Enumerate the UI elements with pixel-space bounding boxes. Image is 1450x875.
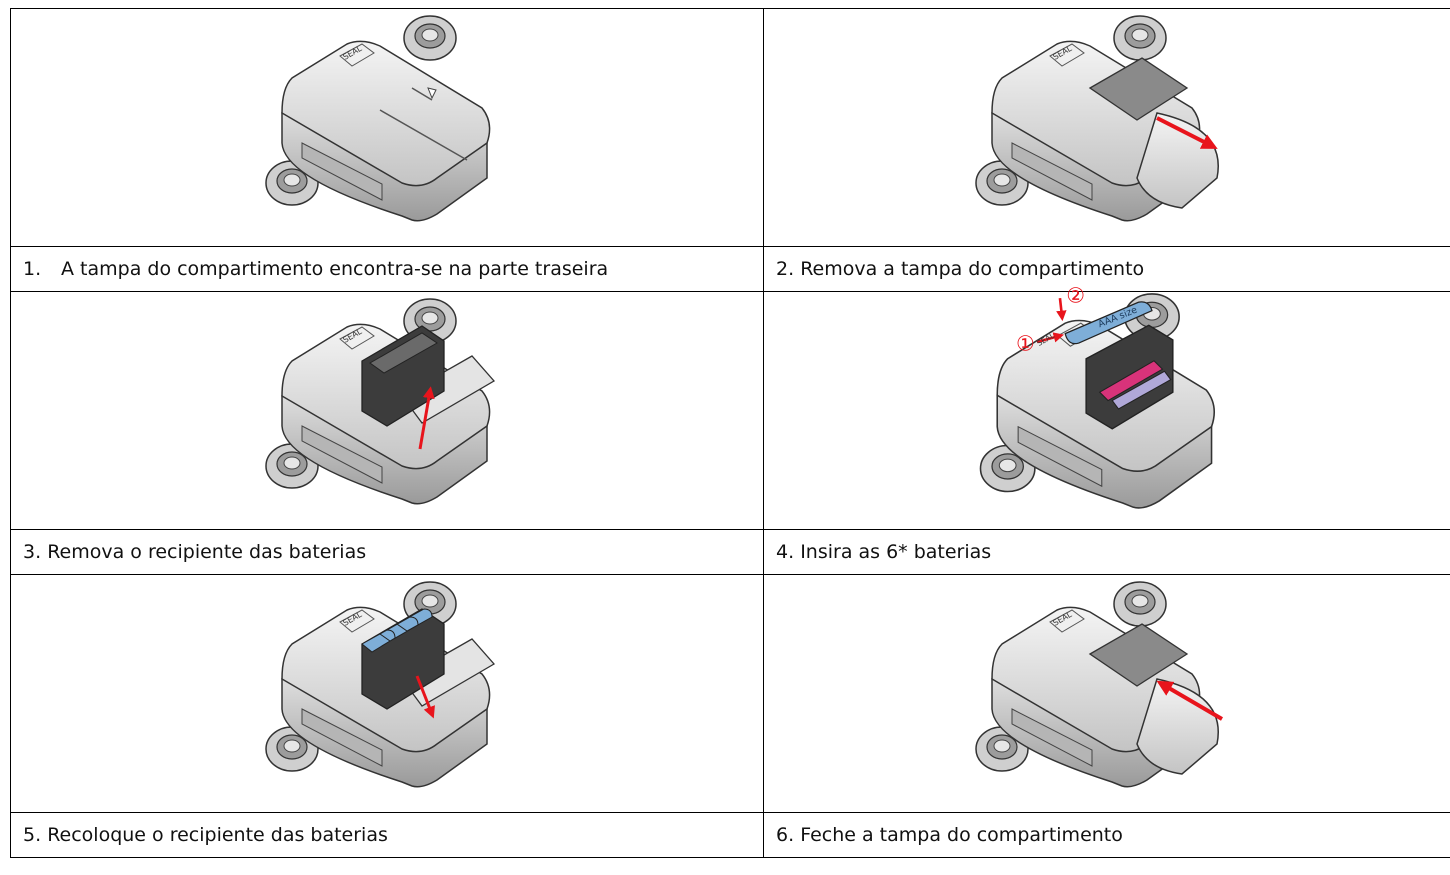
step-3-text: Remova o recipiente das baterias (47, 541, 367, 563)
marker-2: ② (1066, 283, 1085, 307)
step-6-text: Feche a tampa do compartimento (800, 824, 1123, 846)
step-2-number: 2. (776, 258, 795, 280)
battery-instructions-sheet: SEAL SEAL 1. A tampa do compartimento enc… (10, 8, 1450, 875)
step-4-caption: 4. Insira as 6* baterias (763, 529, 1450, 575)
step-1-caption: 1. A tampa do compartimento encontra-se n… (10, 246, 764, 292)
remove-battery-holder-icon: SEAL (262, 301, 496, 521)
step-2-image: SEAL (763, 8, 1450, 247)
step-6-image: SEAL (763, 574, 1450, 813)
device-cover-closed-icon: SEAL (262, 18, 512, 238)
step-4-text: Insira as 6* baterias (800, 541, 992, 563)
marker-1: ① (1016, 331, 1035, 355)
replace-battery-holder-icon: SEAL (262, 584, 496, 804)
step-3-caption: 3. Remova o recipiente das baterias (10, 529, 764, 575)
step-4-image: AAA size ① ② SEAL (763, 283, 1450, 530)
insert-batteries-icon: AAA size ① ② SEAL (967, 283, 1247, 526)
step-2-caption: 2. Remova a tampa do compartimento (763, 246, 1450, 292)
step-5-caption: 5. Recoloque o recipiente das baterias (10, 812, 764, 858)
remove-cover-icon: SEAL (972, 18, 1219, 238)
step-5-text: Recoloque o recipiente das baterias (47, 824, 388, 846)
step-6-caption: 6. Feche a tampa do compartimento (763, 812, 1450, 858)
step-5-number: 5. (23, 824, 42, 846)
steps-table: SEAL SEAL 1. A tampa do compartimento enc… (10, 8, 1450, 858)
step-3-number: 3. (23, 541, 42, 563)
step-1-image: SEAL (10, 8, 764, 247)
step-3-image: SEAL (10, 291, 764, 530)
step-5-image: SEAL (10, 574, 764, 813)
step-1-number: 1. (23, 258, 42, 280)
close-cover-icon: SEAL (972, 584, 1224, 804)
step-1-text: A tampa do compartimento encontra-se na … (61, 258, 609, 280)
step-4-number: 4. (776, 541, 795, 563)
step-2-text: Remova a tampa do compartimento (800, 258, 1145, 280)
step-6-number: 6. (776, 824, 795, 846)
